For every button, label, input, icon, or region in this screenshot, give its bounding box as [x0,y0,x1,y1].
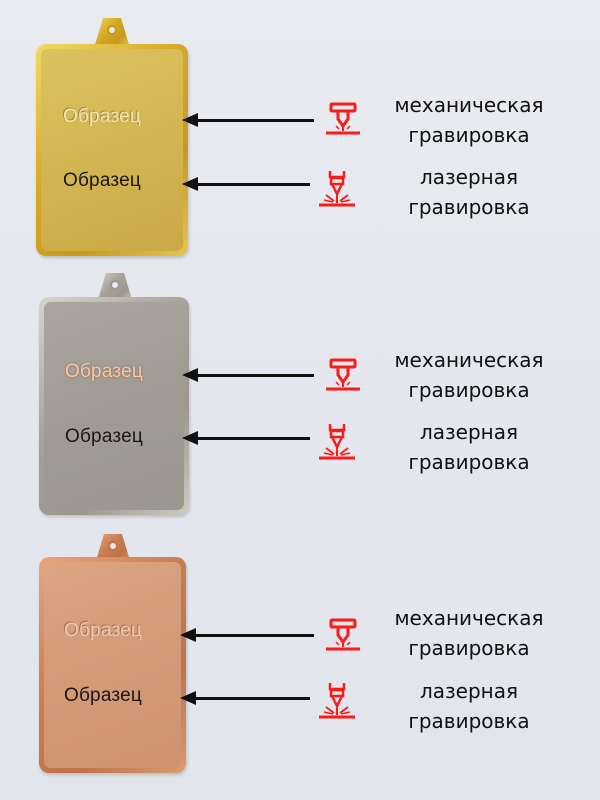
gold-plate-hole [107,25,117,35]
laser-engraving-beam-icon [319,423,355,460]
bronze-plate-section: Образец Образец механическая гравировка … [0,530,600,800]
silver-laser-sample-text: Образец [65,426,143,447]
silver-plate-section: Образец Образец механическая гравировка … [0,265,600,535]
laser-label-line2: гравировка [408,450,530,474]
gold-plate-section: Образец Образец механическая гравировка … [0,0,600,265]
bronze-mechanical-arrow [180,628,314,642]
mechanical-label-line1: механическая [394,606,544,630]
silver-plate-hole [110,280,120,290]
gold-laser-sample-text: Образец [63,170,141,191]
silver-plate [39,297,189,515]
silver-mechanical-sample-text: Образец [65,361,143,382]
mechanical-label-line2: гравировка [408,378,530,402]
gold-mechanical-arrow [182,113,314,127]
gold-mechanical-sample-text: Образец [63,106,141,127]
mechanical-engraving-cutter-icon [325,102,361,135]
laser-label-line2: гравировка [408,195,530,219]
silver-laser-arrow [182,431,310,445]
mechanical-engraving-label: механическая гравировка [384,603,554,663]
mechanical-label-line1: механическая [394,93,544,117]
bronze-mechanical-sample-text: Образец [64,620,142,641]
bronze-plate [39,557,186,773]
mechanical-label-line1: механическая [394,348,544,372]
mechanical-engraving-cutter-icon [325,618,361,651]
bronze-laser-arrow [180,691,310,705]
laser-label-line2: гравировка [408,709,530,733]
gold-plate [36,44,188,256]
laser-label-line1: лазерная [419,420,519,444]
laser-engraving-beam-icon [319,170,355,207]
laser-label-line1: лазерная [419,679,519,703]
silver-mechanical-arrow [182,368,314,382]
gold-laser-arrow [182,177,310,191]
bronze-laser-sample-text: Образец [64,685,142,706]
laser-engraving-label: лазерная гравировка [384,676,554,736]
mechanical-engraving-label: механическая гравировка [384,90,554,150]
mechanical-engraving-cutter-icon [325,358,361,391]
laser-engraving-beam-icon [319,682,355,719]
laser-label-line1: лазерная [419,165,519,189]
bronze-plate-hole [108,541,118,551]
mechanical-engraving-label: механическая гравировка [384,345,554,405]
laser-engraving-label: лазерная гравировка [384,162,554,222]
mechanical-label-line2: гравировка [408,123,530,147]
mechanical-label-line2: гравировка [408,636,530,660]
laser-engraving-label: лазерная гравировка [384,417,554,477]
